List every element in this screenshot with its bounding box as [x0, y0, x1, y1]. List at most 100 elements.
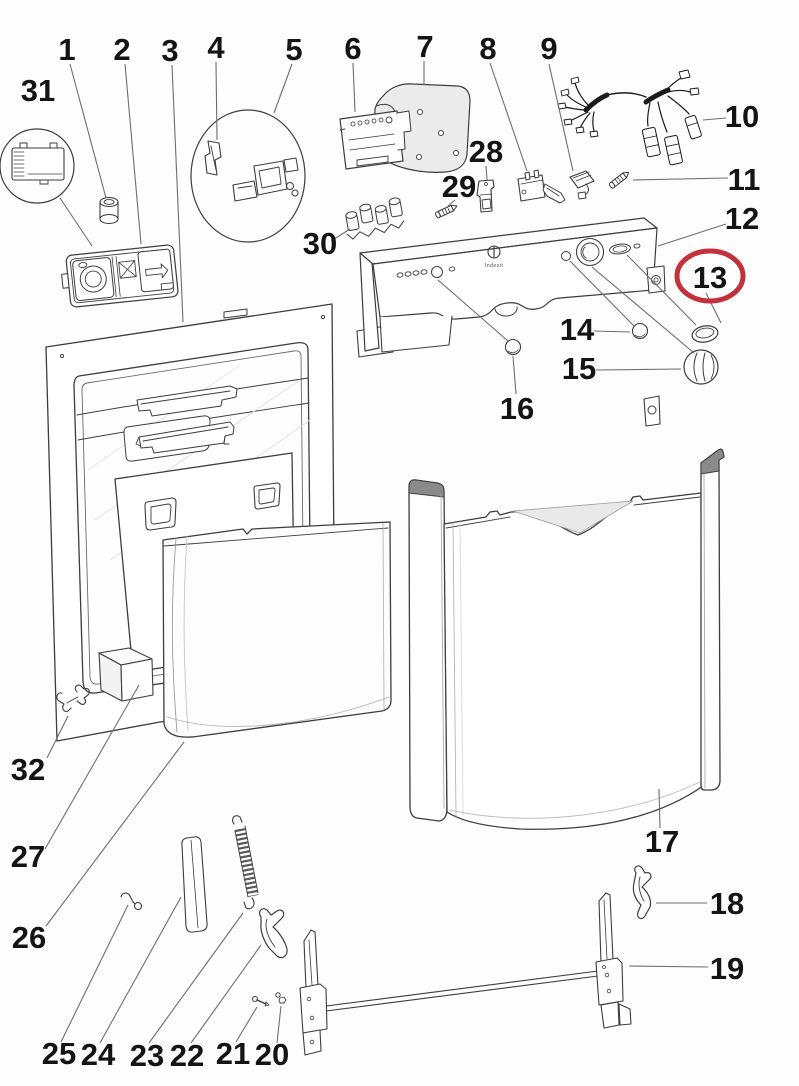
callout-27: 27: [11, 839, 45, 874]
leader-line-17: [658, 788, 661, 829]
part-latch-plate: [204, 140, 222, 176]
leader-line-30: [330, 228, 351, 242]
callout-8: 8: [479, 31, 496, 66]
part-front-panel-small: [162, 521, 392, 738]
leader-line-9: [548, 63, 574, 172]
callout-1: 1: [58, 32, 75, 67]
callout-17: 17: [645, 824, 679, 859]
leader-lines: [44, 61, 729, 1044]
callout-5: 5: [285, 32, 302, 67]
leader-line-10: [702, 117, 727, 121]
leader-line-24: [99, 896, 182, 1044]
leader-line-16: [512, 355, 517, 395]
part-button-ball-14: [631, 322, 649, 340]
leader-line-3: [171, 64, 184, 323]
part-detergent-dispenser: [61, 244, 179, 308]
part-micro-switch: [517, 169, 566, 204]
callout-6: 6: [344, 31, 361, 66]
callout-4: 4: [207, 30, 225, 65]
part-terminal-screw: [608, 171, 630, 189]
leader-line-14: [593, 330, 631, 333]
callout-18: 18: [710, 886, 744, 921]
callout-30: 30: [303, 226, 337, 261]
leader-line-1: [69, 63, 107, 199]
leader-line-12: [657, 223, 727, 247]
part-outer-door-panel: [408, 448, 725, 830]
part-bushing: [99, 196, 119, 225]
part-knob-15: [683, 349, 719, 385]
leader-line-19: [628, 965, 709, 968]
part-control-module-detail: [0, 128, 75, 204]
part-wire-pin: [120, 892, 143, 911]
callout-31: 31: [21, 73, 55, 108]
highlight-ellipse-13: [674, 248, 746, 304]
callout-32: 32: [11, 752, 45, 787]
part-hinge-hook: [632, 865, 652, 920]
callout-9: 9: [540, 31, 557, 66]
part-hinge-assembly: [299, 892, 632, 1056]
leader-line-4: [215, 61, 218, 141]
part-clip-plate: [476, 179, 495, 213]
callout-28: 28: [469, 134, 503, 169]
leader-line-32: [46, 715, 69, 759]
callout-25: 25: [42, 1036, 76, 1071]
leader-line-5: [273, 63, 293, 114]
leader-line-25: [60, 904, 129, 1043]
part-leader-line: [591, 266, 695, 354]
brand-logo: [487, 245, 501, 259]
part-hinge-lever: [258, 908, 288, 959]
door-handle-brackets: [123, 385, 238, 462]
part-button-ball-16: [504, 338, 522, 356]
callout-23: 23: [130, 1038, 164, 1073]
leader-line-27: [44, 684, 140, 850]
callout-14: 14: [560, 312, 595, 347]
callout-13: 13: [693, 260, 727, 295]
leader-line-23: [148, 912, 244, 1044]
callout-7: 7: [416, 29, 433, 64]
part-door-clip: [56, 684, 90, 712]
callout-10: 10: [725, 99, 759, 134]
leader-line-13: [705, 292, 722, 324]
leader-line-21: [235, 1006, 258, 1043]
callout-24: 24: [81, 1037, 116, 1072]
callout-21: 21: [216, 1036, 250, 1071]
callout-12: 12: [725, 201, 759, 236]
callout-26: 26: [12, 920, 46, 955]
part-oval-cap-13: [691, 325, 719, 343]
part-control-panel: [356, 217, 666, 427]
brand-logo-text: Indesit: [485, 263, 503, 269]
callout-22: 22: [170, 1038, 204, 1073]
leader-line-6: [352, 62, 356, 113]
part-leader-line: [59, 197, 93, 247]
part-door-lock-detail: [190, 109, 306, 243]
part-leader-line: [437, 279, 509, 342]
callout-29: 29: [442, 169, 476, 204]
leader-line-26: [45, 741, 185, 927]
part-leader-line: [569, 260, 635, 327]
hinge-spacer-block: [98, 647, 154, 702]
callout-3: 3: [161, 33, 178, 68]
part-tiny-nut: [275, 992, 287, 1004]
callout-20: 20: [255, 1037, 289, 1072]
part-door-lock-assembly: [232, 157, 299, 202]
leader-line-2: [124, 63, 142, 245]
panel-knob-and-slots: [561, 237, 641, 267]
callout-2: 2: [113, 32, 130, 67]
part-pcb-module: [339, 110, 412, 170]
part-door-spring: [232, 815, 259, 910]
part-tiny-screw: [252, 996, 270, 1007]
leader-line-20: [276, 1005, 282, 1044]
part-connector-block: [569, 170, 595, 200]
part-leader-line: [626, 254, 697, 326]
part-button-caps: [345, 197, 405, 240]
leader-line-28: [485, 165, 488, 181]
leader-line-22: [190, 944, 262, 1044]
part-wiring-harness: [557, 69, 702, 166]
part-pin-screw: [435, 204, 458, 219]
leader-line-15: [595, 368, 682, 371]
callout-16: 16: [500, 391, 534, 426]
part-trim-strip: [181, 836, 208, 933]
leader-line-8: [489, 62, 528, 172]
